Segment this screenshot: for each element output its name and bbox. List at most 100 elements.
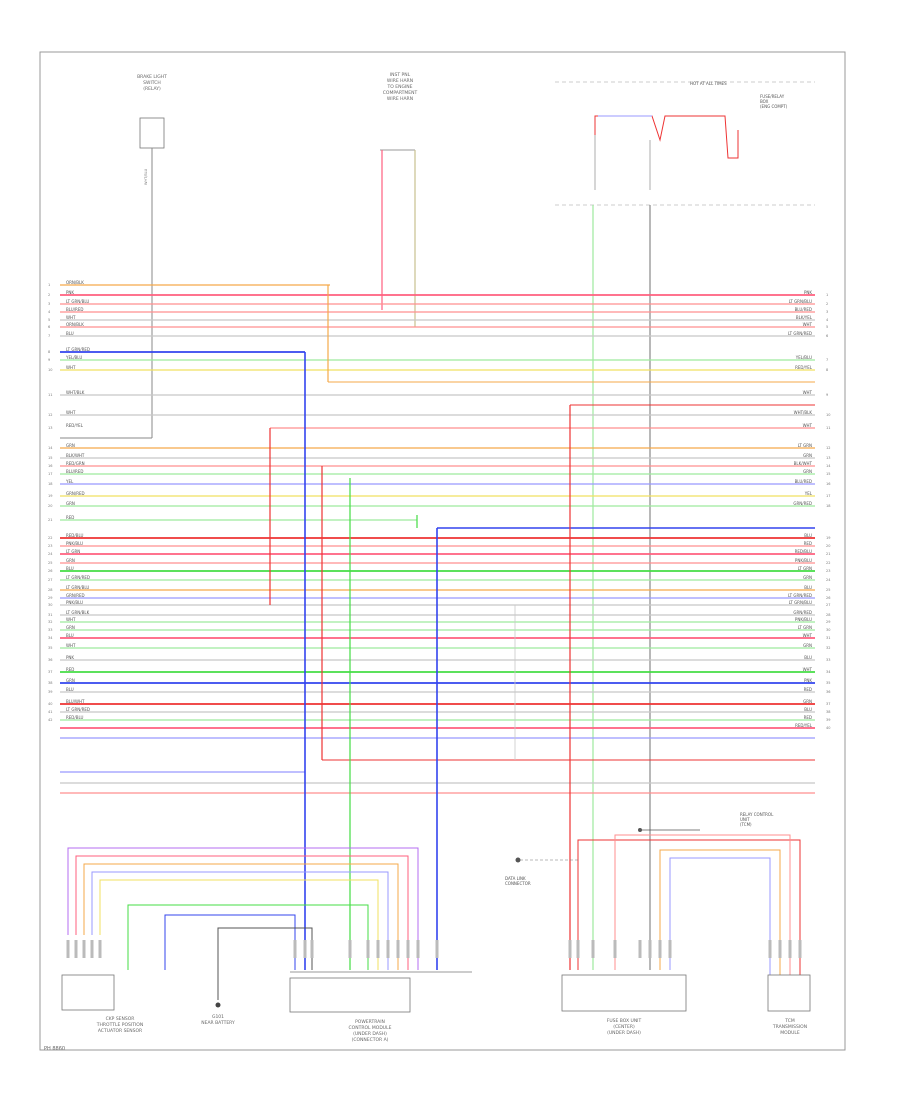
pin-stub	[406, 940, 410, 958]
pin-stub	[303, 940, 307, 958]
row-number-right: 2	[826, 302, 828, 306]
row-number-left: 14	[48, 446, 53, 450]
page-id: PH 8860	[44, 1046, 66, 1052]
wire-label-left: ORN/BLK	[66, 322, 84, 327]
svg-text:DATA LINK: DATA LINK	[505, 876, 526, 881]
row-number-right: 12	[826, 446, 830, 450]
svg-text:HOT AT ALL TIMES: HOT AT ALL TIMES	[690, 81, 727, 86]
wire-label-left: RED/GRN	[66, 461, 85, 466]
pin-stub	[82, 940, 86, 958]
wire-label-left: BLK/WHT	[66, 453, 85, 458]
wire-label-right: PNK	[804, 678, 812, 683]
row-number-right: 35	[826, 681, 830, 685]
wire-label-left: LT GRN/RED	[66, 575, 90, 580]
svg-text:TRANSMISSION: TRANSMISSION	[772, 1024, 807, 1030]
row-number-left: 4	[48, 310, 51, 314]
row-number-right: 25	[826, 588, 830, 592]
wire-label-left: RED	[66, 667, 74, 672]
row-number-right: 38	[826, 710, 830, 714]
wire-label-left: BLU/RED	[66, 469, 83, 474]
row-number-left: 16	[48, 464, 52, 468]
row-number-left: 1	[48, 283, 50, 287]
row-number-left: 22	[48, 536, 52, 540]
svg-text:COMPARTMENT: COMPARTMENT	[383, 90, 418, 96]
wire-label-right: LT GRN/BLU	[789, 299, 812, 304]
pin-stub	[376, 940, 380, 958]
svg-text:INST PNL: INST PNL	[390, 72, 411, 78]
pin-stub	[348, 940, 352, 958]
wire-label-right: RED	[804, 715, 812, 720]
svg-text:TO ENGINE: TO ENGINE	[387, 84, 413, 90]
row-number-left: 32	[48, 620, 52, 624]
wire-label-left: WHT	[66, 643, 76, 648]
wire-label-right: WHT	[803, 667, 813, 672]
wire-label-right: WHT	[803, 390, 813, 395]
row-number-left: 19	[48, 494, 52, 498]
row-number-right: 24	[826, 578, 831, 582]
wire-label-left: BLU	[66, 633, 74, 638]
wire-label-left: GRN/RED	[66, 491, 85, 496]
pin-stub	[788, 940, 792, 958]
row-number-left: 6	[48, 325, 50, 329]
wire-label-right: GRN/RED	[793, 610, 812, 615]
row-number-left: 41	[48, 710, 52, 714]
svg-text:WIRE HARN: WIRE HARN	[387, 78, 413, 84]
row-number-left: 10	[48, 368, 52, 372]
wire-label-right: YEL/BLU	[795, 355, 812, 360]
wire-label-left: WHT	[66, 315, 76, 320]
row-number-right: 13	[826, 456, 830, 460]
pin-stub	[90, 940, 94, 958]
wire-label-right: WHT	[803, 322, 813, 327]
wire-label-left: LT GRN/RED	[66, 347, 90, 352]
svg-text:FUSE BOX UNIT: FUSE BOX UNIT	[607, 1018, 642, 1024]
wire-label-right: LT GRN	[798, 625, 812, 630]
svg-text:(UNDER DASH): (UNDER DASH)	[607, 1030, 641, 1036]
row-number-right: 33	[826, 658, 830, 662]
row-number-right: 19	[826, 536, 830, 540]
svg-text:CONNECTOR: CONNECTOR	[505, 881, 531, 886]
svg-text:ACTUATOR SENSOR: ACTUATOR SENSOR	[98, 1028, 142, 1034]
wire-label-left: PNK	[66, 655, 74, 660]
row-number-left: 25	[48, 561, 52, 565]
svg-text:(CONNECTOR A): (CONNECTOR A)	[352, 1037, 389, 1043]
vertical-wires	[269, 285, 815, 970]
svg-text:(UNDER DASH): (UNDER DASH)	[353, 1031, 387, 1037]
wire-label-left: PNK	[66, 290, 74, 295]
row-number-left: 39	[48, 690, 52, 694]
wire-label-right: WHT	[803, 633, 813, 638]
svg-text:THROTTLE POSITION: THROTTLE POSITION	[96, 1022, 143, 1028]
wire-label-left: LT GRN/BLU	[66, 299, 89, 304]
wire-label-left: BLU	[66, 331, 74, 336]
wire-label-left: BLU	[66, 687, 74, 692]
wire-label-left: GRN	[66, 678, 75, 683]
pin-stub	[768, 940, 772, 958]
wire-label-right: GRN	[803, 699, 812, 704]
wire-label-right: RED/YEL	[795, 365, 813, 370]
wire-label-left: RED/YEL	[66, 423, 84, 428]
row-number-right: 9	[826, 393, 828, 397]
pin-stub	[668, 940, 672, 958]
wire-label-left: WHT	[66, 365, 76, 370]
pin-stub	[66, 940, 70, 958]
pin-stub	[386, 940, 390, 958]
row-number-left: 8	[48, 350, 50, 354]
row-number-right: 32	[826, 646, 830, 650]
wire-label-left: ORN/BLK	[66, 280, 84, 285]
wire-label-left: PNK/BLU	[66, 541, 83, 546]
wire-label-left: BLU/RED	[66, 307, 83, 312]
pin-stub	[798, 940, 802, 958]
svg-text:(ENG COMPT): (ENG COMPT)	[760, 104, 788, 109]
row-number-left: 35	[48, 646, 52, 650]
wire-label-right: GRN	[803, 575, 812, 580]
svg-text:TCM: TCM	[784, 1018, 795, 1024]
wire-label-right: BLU	[804, 707, 812, 712]
wire-label-left: GRN/RED	[66, 593, 85, 598]
svg-text:WHT/BLU: WHT/BLU	[144, 168, 148, 185]
wire-label-left: GRN	[66, 443, 75, 448]
wire-label-right: RED/BLU	[795, 549, 813, 554]
pin-stub	[648, 940, 652, 958]
row-number-left: 31	[48, 613, 52, 617]
pin-stub	[435, 940, 439, 958]
row-number-right: 40	[826, 726, 830, 730]
pin-stub	[576, 940, 580, 958]
